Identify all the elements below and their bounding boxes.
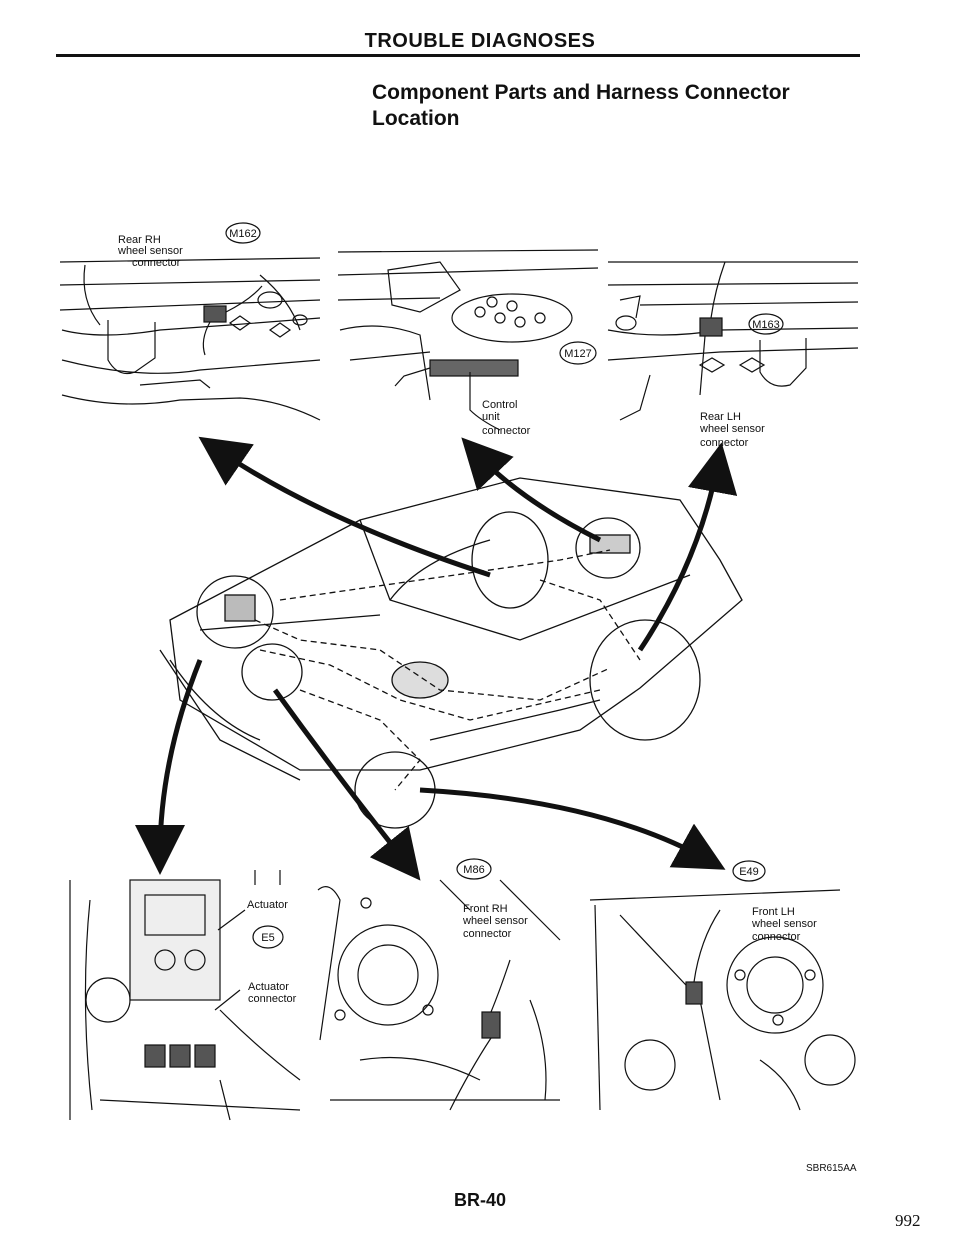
rear-rh-label-line-2: wheel sensor — [117, 245, 183, 257]
rear-rh-label-line-1: Rear RH — [118, 234, 161, 246]
page-number: 992 — [895, 1211, 921, 1230]
m86-badge-text: M86 — [463, 864, 484, 876]
heading-line-1: Component Parts and Harness Connector — [372, 81, 790, 104]
front-rh-label-line-1: Front RH — [463, 903, 508, 915]
rear-lh-label-line-1: Rear LH — [700, 411, 741, 423]
connector-badge-m86 — [456, 858, 492, 880]
e49-badge-text: E49 — [739, 866, 759, 878]
car-illustration — [159, 477, 743, 829]
connector-badge-m163 — [748, 313, 784, 335]
connector-badge-m127 — [559, 341, 597, 365]
front-lh-label-line-3: connector — [752, 931, 801, 943]
header-rule — [56, 54, 860, 57]
m127-badge-text: M127 — [564, 348, 592, 360]
m162-badge-text: M162 — [229, 228, 257, 240]
figure-code: SBR615AA — [806, 1163, 857, 1174]
rear-rh-label-line-3: connector — [132, 257, 181, 269]
inset-control-unit — [337, 249, 599, 431]
connector-badge-e49 — [732, 860, 766, 882]
page-heading: Component Parts and Harness Connector Lo… — [372, 80, 842, 132]
control-unit-label-line-3: connector — [482, 425, 531, 437]
control-unit-label-line-2: unit — [482, 411, 500, 423]
front-rh-label-line-3: connector — [463, 928, 512, 940]
e5-badge-text: E5 — [261, 932, 274, 944]
connector-badge-e5 — [252, 925, 284, 949]
actuator-label: Actuator — [247, 899, 288, 911]
m163-badge-text: M163 — [752, 319, 780, 331]
inset-front-rh — [317, 879, 561, 1111]
inset-rear-rh — [59, 257, 321, 421]
connector-badge-m162 — [225, 222, 261, 244]
heading-line-2: Location — [372, 107, 460, 130]
section-title: TROUBLE DIAGNOSES — [364, 30, 596, 52]
rear-lh-label-line-2: wheel sensor — [699, 423, 765, 435]
page-label: BR-40 — [453, 1190, 506, 1210]
inset-actuator — [69, 870, 301, 1121]
front-lh-label-line-2: wheel sensor — [751, 918, 817, 930]
inset-rear-lh — [607, 261, 859, 421]
front-rh-label-line-2: wheel sensor — [462, 915, 528, 927]
front-lh-label-line-1: Front LH — [752, 906, 795, 918]
inset-front-lh — [589, 889, 856, 1111]
rear-lh-label-line-3: connector — [700, 437, 749, 449]
actuator-connector-label-line-1: Actuator — [248, 981, 289, 993]
control-unit-label-line-1: Control — [482, 399, 517, 411]
actuator-connector-label-line-2: connector — [248, 993, 297, 1005]
pointer-arrows — [135, 436, 738, 881]
